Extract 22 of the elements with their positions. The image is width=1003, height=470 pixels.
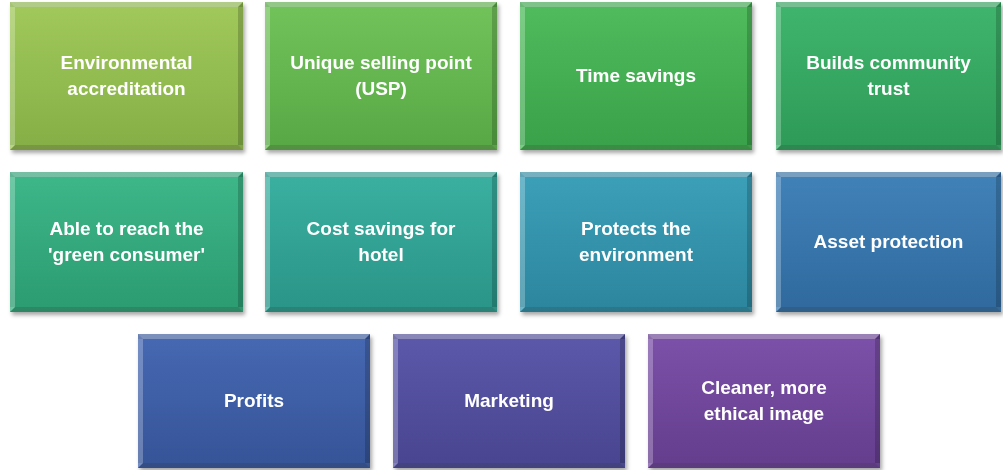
box-label: Asset protection (813, 230, 964, 254)
box-label: Able to reach the 'green consumer' (47, 217, 206, 267)
box-label: Cost savings for hotel (305, 217, 457, 267)
box-label: Cleaner, more ethical image (700, 376, 828, 426)
box-label: Environmental accreditation (59, 51, 194, 101)
process-box (10, 172, 243, 312)
process-box (520, 2, 752, 150)
process-box (520, 172, 752, 312)
process-box (776, 172, 1001, 312)
process-box (265, 2, 497, 150)
process-box (10, 2, 243, 150)
box-label: Time savings (575, 64, 696, 88)
box-label: Profits (223, 389, 285, 413)
box-label: Unique selling point (USP) (289, 51, 473, 101)
box-label: Builds community trust (805, 51, 972, 101)
process-box (776, 2, 1001, 150)
process-box (393, 334, 625, 468)
process-box (265, 172, 497, 312)
process-box (138, 334, 370, 468)
process-box (648, 334, 880, 468)
box-label: Marketing (464, 389, 554, 413)
box-label: Protects the environment (578, 217, 694, 267)
